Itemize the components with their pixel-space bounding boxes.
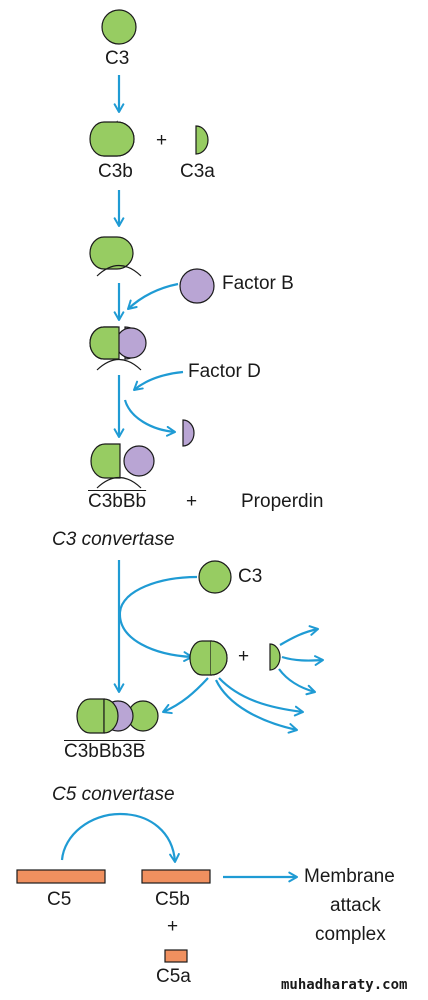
c3bbb-label: C3bBb — [88, 491, 147, 512]
arrow-factor-b-join — [127, 282, 179, 310]
factor-d-label: Factor D — [188, 361, 261, 382]
c3a-second — [269, 643, 281, 671]
mac-label-line2: attack — [330, 895, 381, 916]
arrow-c3a-out-1 — [279, 625, 319, 646]
factor-b-molecule — [179, 268, 215, 304]
c3-label: C3 — [105, 48, 130, 69]
plus-sign: + — [167, 916, 179, 937]
c5-convertase-c3b-left-cap — [103, 698, 119, 734]
arrow-c5-to-c5b — [60, 812, 180, 863]
factor-d-fragment — [182, 419, 195, 447]
arrows — [60, 75, 324, 883]
plus-sign: + — [238, 646, 250, 667]
c3a-fragment — [195, 125, 209, 155]
mac-label-line1: Membrane — [304, 866, 395, 887]
properdin-label: Properdin — [241, 491, 324, 512]
molecules — [16, 9, 281, 963]
surface-arc-2 — [96, 358, 142, 371]
c5b-bar — [141, 869, 211, 884]
c3b-second-body — [189, 640, 212, 676]
c3-convertase-label: C3 convertase — [52, 529, 175, 550]
plus-sign: + — [156, 130, 168, 151]
c3b-label: C3b — [98, 161, 133, 182]
c3a-label: C3a — [180, 161, 215, 182]
surface-arc-1 — [96, 264, 142, 277]
bound-c3b — [89, 236, 134, 270]
arrow-c3-cleavage-curve — [118, 575, 198, 662]
c3-second-label: C3 — [238, 566, 263, 587]
c3bbb-factor-bb — [123, 445, 155, 477]
arrow-c3a-out-2 — [281, 655, 324, 666]
surface-arc-3 — [96, 476, 142, 489]
arrow-factor-d-join — [133, 370, 184, 391]
c3-second-molecule — [198, 560, 232, 594]
factor-b-label: Factor B — [222, 273, 294, 294]
arrow-c3b-out-2 — [218, 677, 304, 717]
c5-convertase-c3b-left — [76, 698, 105, 734]
c5-bar — [16, 869, 106, 884]
arrow-to-c3bbb3b — [162, 677, 209, 715]
c3bbb3b-label: C3bBb3B — [64, 741, 146, 762]
mac-label-line3: complex — [315, 924, 386, 945]
arrow-to-cleaved-fragment — [123, 399, 176, 437]
complex-factor-b-full — [115, 327, 147, 359]
arrow-c3b-out-1 — [215, 679, 298, 734]
c3b-half — [89, 121, 135, 157]
c5a-bar — [164, 949, 188, 963]
c5-convertase-label: C5 convertase — [52, 784, 175, 805]
c5b-label: C5b — [155, 889, 190, 910]
c3-molecule — [101, 9, 137, 45]
watermark: muhadharaty.com — [281, 977, 408, 993]
c3bbb-c3b — [90, 443, 121, 479]
c5a-label: C5a — [156, 966, 191, 987]
plus-sign: + — [186, 491, 198, 512]
arrow-c3a-out-3 — [278, 668, 316, 696]
complex-c3b-front — [89, 326, 120, 360]
c5-label: C5 — [47, 889, 72, 910]
c3b-second-right — [210, 640, 228, 676]
